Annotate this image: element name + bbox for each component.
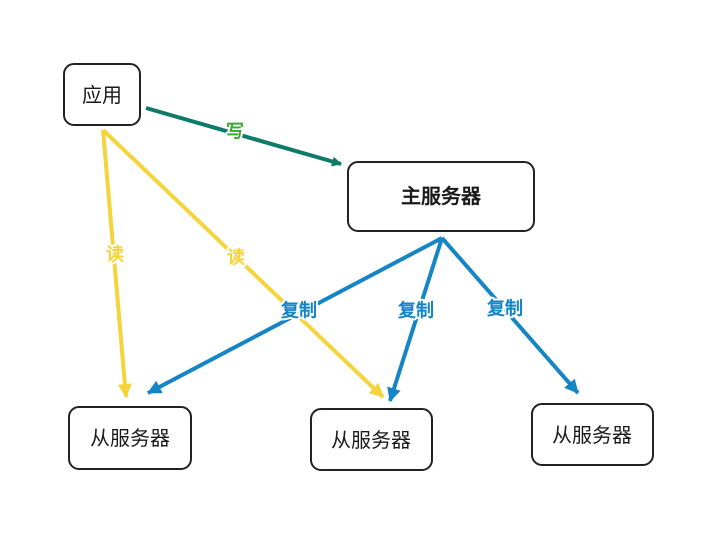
master-node[interactable]: 主服务器 xyxy=(347,161,535,232)
slave-node-middle-label: 从服务器 xyxy=(331,428,411,452)
replicate-left-label: 复制 xyxy=(280,300,317,322)
read-middle-label: 读 xyxy=(227,247,245,269)
slave-node-right-label: 从服务器 xyxy=(552,423,632,447)
write-edge xyxy=(145,106,342,167)
replicate-middle-arrow xyxy=(387,237,444,402)
slave-node-middle[interactable]: 从服务器 xyxy=(310,408,433,471)
read-edges xyxy=(101,128,385,399)
slave-node-left[interactable]: 从服务器 xyxy=(68,406,192,470)
replicate-right-arrow xyxy=(440,236,580,395)
read-left-arrow xyxy=(101,129,132,398)
app-node-label: 应用 xyxy=(82,83,122,107)
slave-node-left-label: 从服务器 xyxy=(90,426,170,450)
read-middle-arrow xyxy=(101,128,385,399)
read-left-label: 读 xyxy=(106,244,124,266)
replicate-right-label: 复制 xyxy=(486,298,523,320)
master-node-label: 主服务器 xyxy=(401,184,482,208)
write-label: 写 xyxy=(226,122,244,143)
replicate-middle-label: 复制 xyxy=(397,300,434,322)
write-arrow xyxy=(145,106,342,167)
slave-node-right[interactable]: 从服务器 xyxy=(531,403,654,466)
app-node[interactable]: 应用 xyxy=(63,63,141,126)
